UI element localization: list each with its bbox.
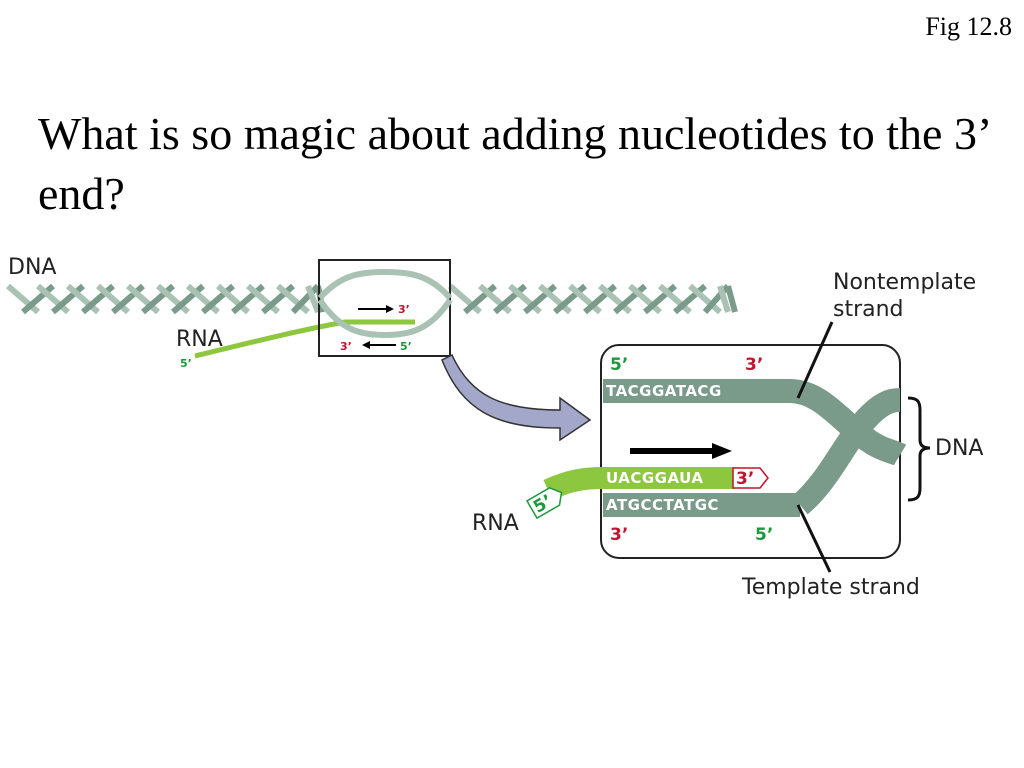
helix-segment xyxy=(643,283,677,315)
helix-segment xyxy=(508,283,542,315)
helix-segment xyxy=(21,283,55,315)
helix-segment xyxy=(81,283,115,315)
helix-segment xyxy=(628,283,662,315)
detail-rna-strand xyxy=(543,467,735,501)
helix-segment xyxy=(598,283,632,315)
helix-segment xyxy=(96,283,130,315)
helix-segment xyxy=(231,283,265,315)
helix-segment xyxy=(126,283,160,315)
synthesis-arrowhead xyxy=(712,443,732,459)
bottom-3-end: 3’ xyxy=(610,525,628,545)
helix-segment xyxy=(276,283,310,315)
overview-rna-label: RNA xyxy=(176,327,223,352)
nontemplate-sequence: TACGGATACG xyxy=(606,382,722,400)
helix-segment xyxy=(111,283,145,315)
template-pointer xyxy=(796,504,832,573)
helix-segment xyxy=(246,283,280,315)
helix-segment xyxy=(725,285,738,313)
box-bottom-5-end: 5’ xyxy=(400,340,412,353)
helix-segment xyxy=(66,283,100,315)
bubble-arrowhead-right xyxy=(386,305,394,313)
helix-segment xyxy=(6,283,40,315)
rna-sequence: UACGGAUA xyxy=(606,469,703,487)
zoom-arrow xyxy=(441,353,592,442)
helix-segment xyxy=(51,283,85,315)
template-sequence: ATGCCTATGC xyxy=(606,496,719,514)
helix-segment xyxy=(448,283,482,315)
helix-segment xyxy=(478,283,512,315)
helix-segment xyxy=(658,283,692,315)
bottom-5-end: 5’ xyxy=(755,525,773,545)
helix-cross-strand xyxy=(791,388,901,515)
figure-number: Fig 12.8 xyxy=(925,12,1012,41)
bubble-bottom-strand xyxy=(317,298,453,339)
helix-segment xyxy=(613,283,647,315)
helix-segment xyxy=(186,283,220,315)
nontemplate-label-line1: Nontemplate xyxy=(833,270,976,295)
slide-title: What is so magic about adding nucleotide… xyxy=(38,108,989,219)
nontemplate-pointer xyxy=(796,321,834,399)
helix-segment xyxy=(261,283,295,315)
helix-segment xyxy=(216,283,250,315)
helix-segment xyxy=(583,283,617,315)
helix-segment xyxy=(688,283,722,315)
dna-bracket xyxy=(907,396,931,502)
helix-segment xyxy=(568,283,602,315)
overview-rna-5-end: 5’ xyxy=(180,357,192,370)
helix-segment xyxy=(201,283,235,315)
rna-5-end-tag xyxy=(525,487,563,520)
dna-helix-overview xyxy=(6,283,738,315)
helix-segment xyxy=(523,283,557,315)
helix-segment xyxy=(36,283,70,315)
helix-segment xyxy=(717,285,731,313)
helix-segment xyxy=(463,283,497,315)
overview-dna-label: DNA xyxy=(8,255,56,280)
helix-segment xyxy=(553,283,587,315)
bubble-top-strand xyxy=(317,268,453,301)
detail-dna-label: DNA xyxy=(935,436,983,461)
helix-segment xyxy=(290,283,321,315)
rna-3-end-tag xyxy=(732,467,769,489)
overview-rna-strand xyxy=(194,319,415,359)
template-label: Template strand xyxy=(741,575,920,600)
helix-segment xyxy=(156,283,190,315)
helix-segment xyxy=(305,284,321,314)
helix-segment xyxy=(141,283,175,315)
detail-rna-label: RNA xyxy=(472,511,519,536)
bubble-arrowhead-left xyxy=(362,341,370,349)
top-3-end: 3’ xyxy=(745,355,763,375)
helix-segment xyxy=(493,283,527,315)
rna-3-end: 3’ xyxy=(736,469,754,489)
box-top-3-end: 3’ xyxy=(398,303,410,316)
transcription-bubble-box xyxy=(318,259,451,357)
box-bottom-3-end: 3’ xyxy=(340,340,352,353)
top-5-end: 5’ xyxy=(610,355,628,375)
helix-segment xyxy=(673,283,707,315)
helix-segment xyxy=(171,283,205,315)
helix-segment xyxy=(538,283,572,315)
nontemplate-label-line2: strand xyxy=(833,297,904,322)
